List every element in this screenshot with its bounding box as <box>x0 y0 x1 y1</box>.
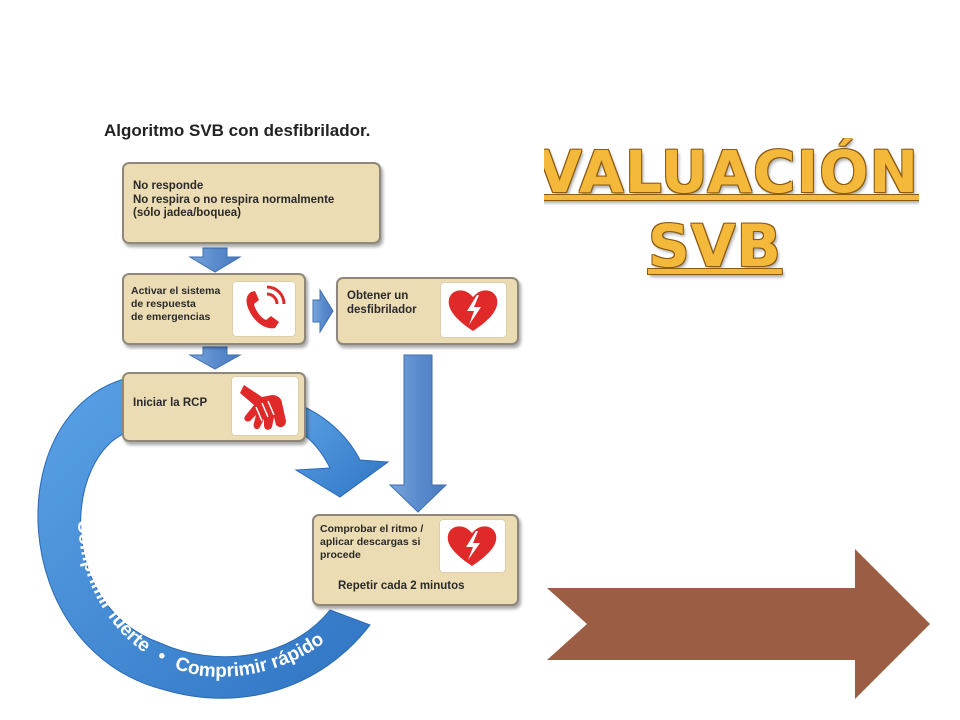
heading-line-2: SVB <box>648 212 782 280</box>
cycle-label-part1: Comprimir fuerte <box>73 519 154 657</box>
flow-arrow-down-2 <box>188 346 242 370</box>
cycle-label-separator: • <box>154 646 170 668</box>
step-no-responde-text: No responde No respira o no respira norm… <box>133 180 335 219</box>
phone-icon <box>233 282 295 336</box>
step-obtener-desfibrilador-text: Obtener un desfibrilador <box>347 290 417 316</box>
step-no-responde <box>122 162 381 244</box>
cycle-arrow-head <box>294 404 390 498</box>
flow-arrow-down-1 <box>188 247 242 273</box>
diagram-title: Algoritmo SVB con desfibrilador. <box>104 121 371 140</box>
step-activar-emergencias-text: Activar el sistema de respuesta de emerg… <box>131 285 221 323</box>
defibrillator-heart-icon <box>441 283 506 337</box>
flow-arrow-right <box>312 288 334 334</box>
cycle-label-part2: Comprimir rápido <box>172 629 327 682</box>
step-comprobar-ritmo-text: Comprobar el ritmo / aplicar descargas s… <box>320 523 424 561</box>
next-arrow[interactable] <box>547 549 930 699</box>
heading-line-1: EVALUACIÓN <box>544 138 919 206</box>
step-iniciar-rcp-text: Iniciar la RCP <box>133 397 208 409</box>
cycle-arrow <box>37 377 371 699</box>
flow-arrow-down-long <box>388 354 448 513</box>
cycle-label-text: Comprimir fuerte • Comprimir rápido <box>73 519 328 682</box>
defibrillator-heart-icon <box>440 520 505 572</box>
hands-icon <box>232 377 298 435</box>
step-repeat-note: Repetir cada 2 minutos <box>338 580 465 592</box>
